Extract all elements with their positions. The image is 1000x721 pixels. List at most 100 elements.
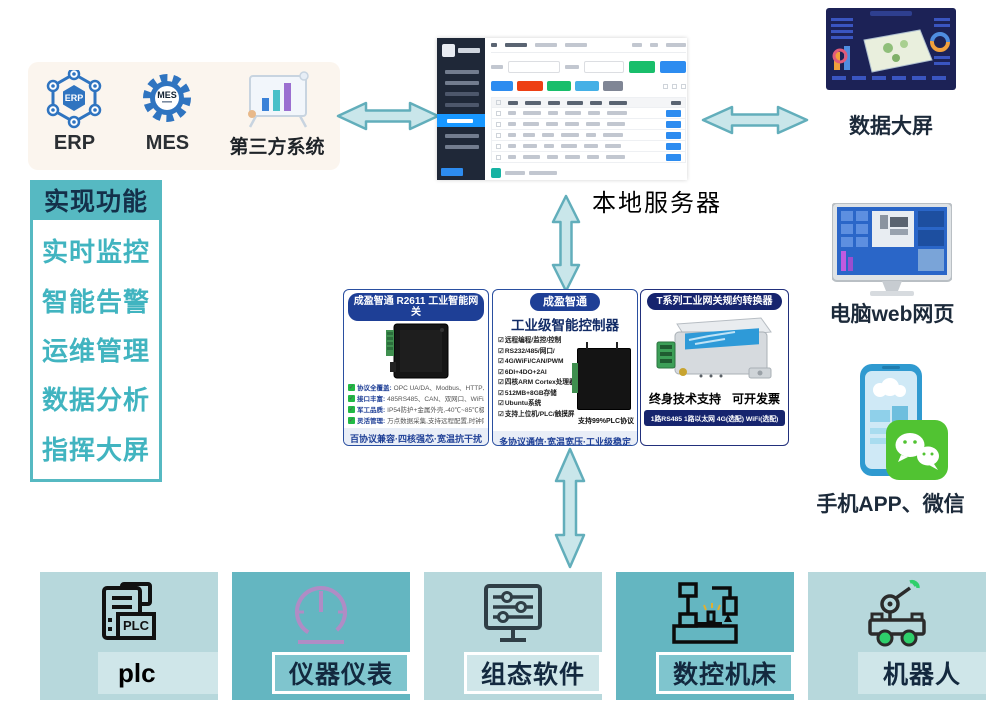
functions-list: 实时监控 智能告警 运维管理 数据分析 指挥大屏 <box>30 220 162 482</box>
pagination <box>491 168 686 178</box>
table-row[interactable] <box>492 140 685 151</box>
svg-text:ERP: ERP <box>65 93 84 103</box>
add-button[interactable] <box>491 81 513 91</box>
feature-line: ✓ 军工品质:IP54防护+金属外壳,-40℃~85℃极端环境稳定运行。 <box>348 405 484 414</box>
functions-panel: 实现功能 实时监控 智能告警 运维管理 数据分析 指挥大屏 <box>30 180 162 482</box>
table-row[interactable] <box>492 118 685 129</box>
device-box-plc: PLC plc <box>40 572 218 700</box>
row-edit-button[interactable] <box>666 109 681 117</box>
search-input[interactable] <box>508 61 560 73</box>
toolbar-item[interactable] <box>650 43 658 47</box>
row-checkbox[interactable] <box>496 110 501 116</box>
select-input[interactable] <box>584 61 624 73</box>
row-checkbox[interactable] <box>496 121 501 127</box>
table-row[interactable] <box>492 107 685 118</box>
filter-row <box>491 61 686 73</box>
function-item: 运维管理 <box>41 335 150 366</box>
row-edit-button[interactable] <box>666 153 681 161</box>
device-box-cnc: 数控机床 <box>616 572 794 700</box>
user-menu[interactable] <box>666 43 686 47</box>
gauge-icon <box>295 586 347 644</box>
server-label: 本地服务器 <box>592 191 722 217</box>
table-tool-icon[interactable] <box>663 83 668 89</box>
sidebar-menu-item[interactable] <box>445 92 479 96</box>
svg-text:PLC: PLC <box>123 618 150 633</box>
arrow-server-gateway <box>551 194 581 293</box>
support-note: 终身技术支持 <box>649 392 722 406</box>
plc-icon: PLC <box>102 582 156 640</box>
row-checkbox[interactable] <box>496 143 501 149</box>
check-icon: ✓ <box>348 383 355 391</box>
row-edit-button[interactable] <box>666 142 681 150</box>
scada-monitor-icon <box>484 584 542 642</box>
page-info <box>505 171 525 175</box>
mes-icon: MES <box>143 74 192 122</box>
feature-line: ✓ 协议全覆盖:OPC UA/DA、Modbus、HTTP、IEC104等百种协… <box>348 383 484 392</box>
import-button[interactable] <box>547 81 571 91</box>
table-tool-icon[interactable] <box>681 83 686 89</box>
function-item: 数据分析 <box>41 385 150 416</box>
device-label-robot: 机器人 <box>858 652 986 694</box>
functions-header: 实现功能 <box>30 180 162 220</box>
product3-ports: 1路RS485 1路以太网 4G(选配) WiFi(选配) <box>644 410 785 426</box>
arrow-server-bigscreen <box>701 105 809 135</box>
controller-body: 远程编程/监控/控制 RS232/485/网口/ 4G/WiFi/CAN/PWM… <box>493 334 637 428</box>
sidebar-menu-item[interactable] <box>445 145 479 149</box>
reset-button[interactable] <box>660 61 686 73</box>
sidebar-menu-item[interactable] <box>445 70 479 74</box>
product-controller-card: 成盈智通 工业级智能控制器 远程编程/监控/控制 RS232/485/网口/ 4… <box>492 289 638 446</box>
device-label-plc: plc <box>98 652 218 694</box>
erp-system: ERP ERP <box>43 70 105 155</box>
big-screen-label: 数据大屏 <box>849 115 933 138</box>
toolbar-item[interactable] <box>632 43 642 47</box>
export-button[interactable] <box>575 81 599 91</box>
mobile-label: 手机APP、微信 <box>816 493 965 516</box>
page-size-select[interactable] <box>529 171 557 175</box>
action-buttons-row <box>491 81 686 91</box>
feature-line: ✓ 接口丰富:485RS485、CAN、双网口、WiFi/蓝牙/4G全配置。 <box>348 394 484 403</box>
sidebar-menu-item-active[interactable] <box>437 114 485 127</box>
function-item: 实时监控 <box>41 237 150 268</box>
row-edit-button[interactable] <box>666 120 681 128</box>
tab[interactable] <box>535 43 557 47</box>
sidebar-menu-item[interactable] <box>445 103 479 107</box>
sidebar-menu-item[interactable] <box>445 134 479 138</box>
plc-support-note: 支持99%PLC协议 <box>577 418 634 426</box>
erp-label: ERP <box>53 132 96 154</box>
dashboard-sidebar <box>437 38 485 180</box>
product1-slogan: 百协议兼容·四核强芯·宽温抗干扰 <box>344 428 488 445</box>
row-edit-button[interactable] <box>666 131 681 139</box>
tab[interactable] <box>505 43 527 47</box>
function-item: 智能告警 <box>41 286 150 317</box>
sidebar-menu-item[interactable] <box>445 81 479 85</box>
product-gateway-card: 成盈智通 R2611 工业智能网关 ✓ 协议全覆盖:OPC UA/DA、Modb… <box>343 289 489 446</box>
delete-button[interactable] <box>517 81 543 91</box>
controller-device-image <box>572 342 631 411</box>
gateway-feature-list: ✓ 协议全覆盖:OPC UA/DA、Modbus、HTTP、IEC104等百种协… <box>344 382 488 425</box>
table-row[interactable] <box>492 151 685 162</box>
table-header <box>492 98 685 107</box>
menu-icon[interactable] <box>491 43 497 47</box>
dashboard-logo <box>437 38 485 63</box>
search-button[interactable] <box>629 61 655 73</box>
thirdparty-system: 第三方系统 <box>229 70 324 159</box>
page-active[interactable] <box>491 168 501 178</box>
server-dashboard-screenshot <box>437 38 687 180</box>
tab[interactable] <box>565 43 587 47</box>
device-label-instrument: 仪器仪表 <box>272 652 410 694</box>
converter-device-image <box>641 310 788 390</box>
big-screen-image <box>826 8 956 90</box>
check-icon: ✓ <box>348 416 355 424</box>
more-button[interactable] <box>603 81 623 91</box>
table-row[interactable] <box>492 129 685 140</box>
row-checkbox[interactable] <box>496 154 501 160</box>
cnc-machine-icon <box>672 582 738 644</box>
product-converter-card: T系列工业网关规约转换器 终身技术支持 可开发票 1路RS485 1路以太网 4… <box>640 289 789 446</box>
table-tool-icon[interactable] <box>672 83 677 89</box>
check-icon: ✓ <box>348 405 355 413</box>
row-checkbox[interactable] <box>496 132 501 138</box>
device-box-robot: 机器人 <box>808 572 986 700</box>
systems-panel: ERP ERP MES MES <box>28 62 340 170</box>
product3-header: T系列工业网关规约转换器 <box>647 293 782 310</box>
